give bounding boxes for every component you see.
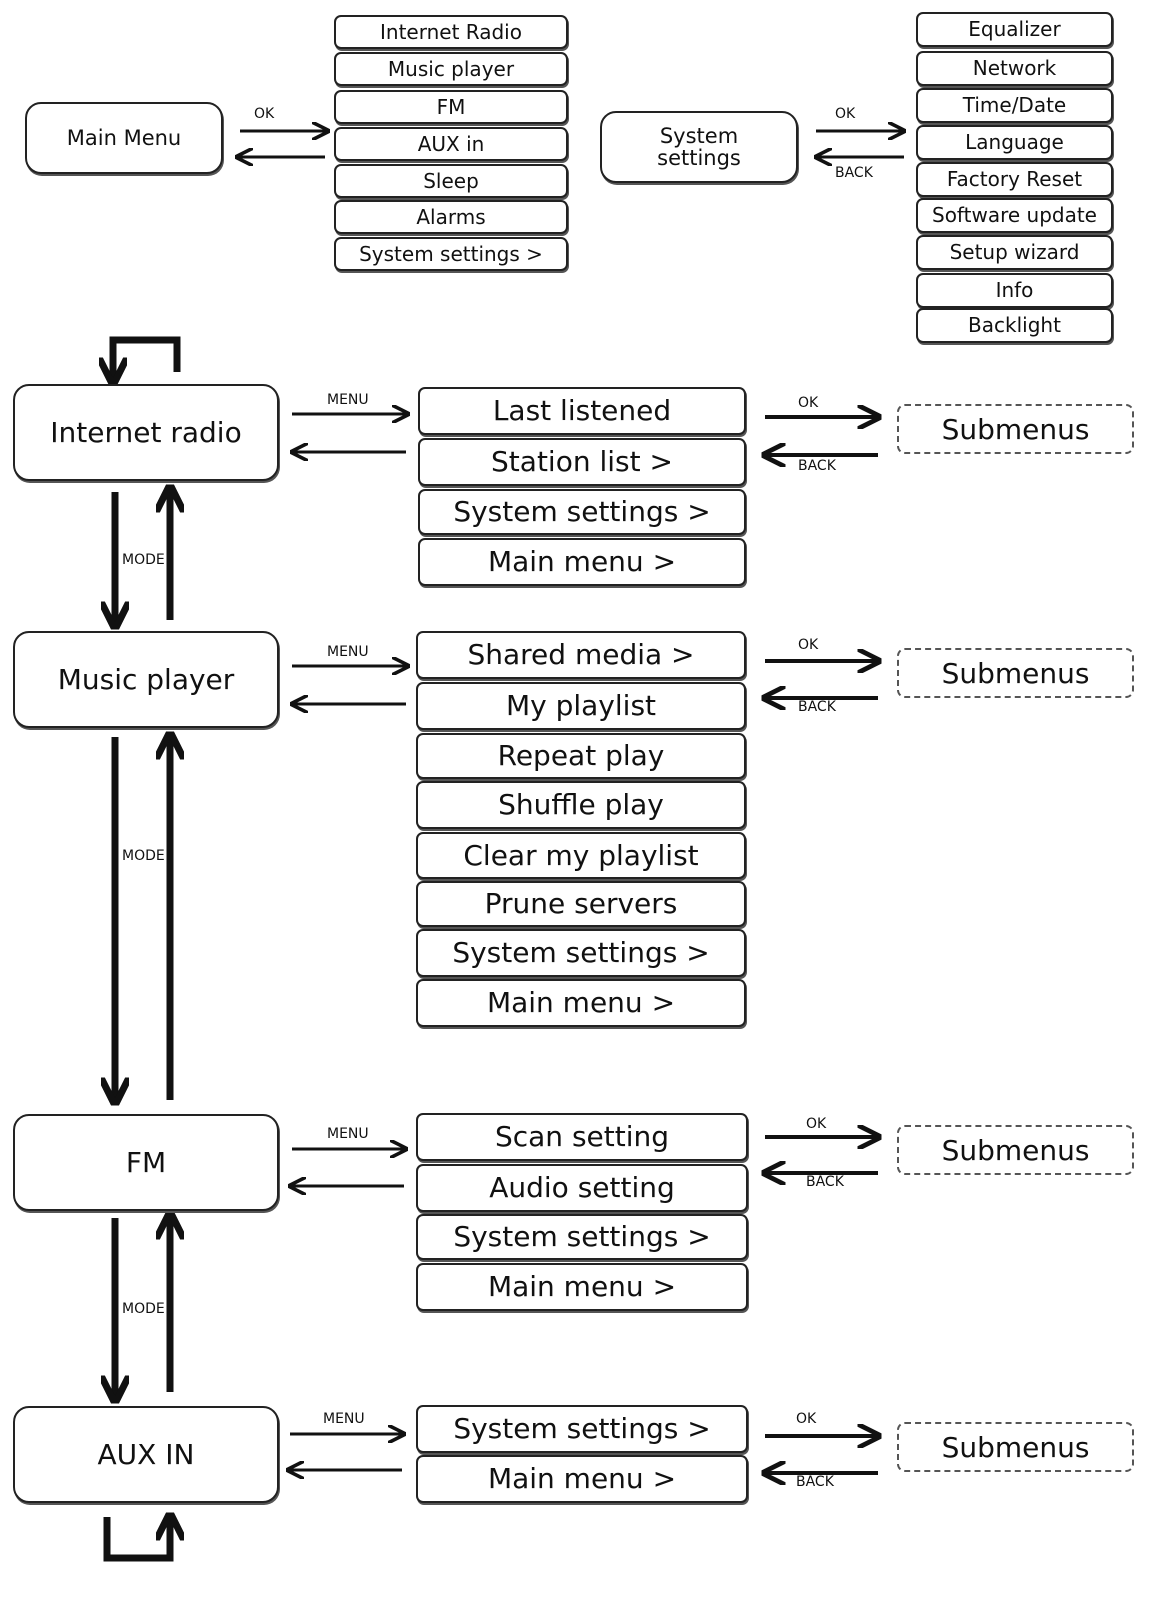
submenus-box: Submenus (897, 404, 1134, 454)
main-menu-item: AUX in (334, 127, 568, 161)
back-label: BACK (835, 165, 873, 181)
menu-label: MENU (327, 392, 369, 408)
music-player-menu-item: Prune servers (416, 881, 746, 927)
system-settings-item: Network (916, 51, 1113, 86)
aux-in-box: AUX IN (13, 1406, 279, 1503)
main-menu-item: Alarms (334, 200, 568, 234)
internet-radio-menu-item: System settings > (418, 489, 746, 535)
music-player-menu-item: Repeat play (416, 733, 746, 779)
fm-box: FM (13, 1114, 279, 1211)
back-label: BACK (798, 699, 836, 715)
internet-radio-box: Internet radio (13, 384, 279, 481)
system-settings-item: Time/Date (916, 88, 1113, 123)
back-label: BACK (806, 1174, 844, 1190)
internet-radio-menu-item: Last listened (418, 387, 746, 435)
music-player-menu-item: Main menu > (416, 979, 746, 1027)
submenus-box: Submenus (897, 1125, 1134, 1175)
music-player-menu-item: Clear my playlist (416, 832, 746, 879)
fm-menu-item: Main menu > (416, 1263, 748, 1311)
back-label: BACK (798, 458, 836, 474)
fm-menu-item: System settings > (416, 1214, 748, 1260)
system-settings-box: System settings (600, 111, 798, 183)
menu-label: MENU (327, 1126, 369, 1142)
ok-label: OK (798, 637, 819, 653)
back-label: BACK (796, 1474, 834, 1490)
loop-arrow-bottom (103, 1517, 170, 1562)
menu-label: MENU (327, 644, 369, 660)
main-menu-item: Music player (334, 52, 568, 86)
loop-arrow-top (113, 336, 181, 380)
fm-menu-item: Scan setting (416, 1113, 748, 1161)
submenus-box: Submenus (897, 1422, 1134, 1472)
system-settings-item: Backlight (916, 308, 1113, 343)
music-player-box: Music player (13, 631, 279, 728)
system-settings-item: Factory Reset (916, 162, 1113, 197)
main-menu-item: FM (334, 90, 568, 124)
aux-in-menu-item: System settings > (416, 1405, 748, 1453)
internet-radio-menu-item: Station list > (418, 438, 746, 486)
mode-label: MODE (122, 1301, 165, 1317)
system-settings-item: Setup wizard (916, 235, 1113, 270)
main-menu-item: System settings > (334, 237, 568, 271)
mode-label: MODE (122, 848, 165, 864)
music-player-menu-item: Shuffle play (416, 781, 746, 829)
music-player-menu-item: My playlist (416, 682, 746, 730)
ok-label: OK (806, 1116, 827, 1132)
aux-in-menu-item: Main menu > (416, 1455, 748, 1503)
ok-label: OK (798, 395, 819, 411)
submenus-box: Submenus (897, 648, 1134, 698)
music-player-menu-item: System settings > (416, 929, 746, 977)
internet-radio-menu-item: Main menu > (418, 538, 746, 586)
fm-menu-item: Audio setting (416, 1164, 748, 1212)
main-menu-item: Internet Radio (334, 15, 568, 49)
system-settings-item: Software update (916, 198, 1113, 233)
main-menu-item: Sleep (334, 164, 568, 198)
system-settings-item: Equalizer (916, 12, 1113, 47)
ok-label: OK (835, 106, 856, 122)
music-player-menu-item: Shared media > (416, 631, 746, 679)
ok-label: OK (796, 1411, 817, 1427)
system-settings-item: Info (916, 273, 1113, 308)
system-settings-item: Language (916, 125, 1113, 160)
mode-label: MODE (122, 552, 165, 568)
menu-label: MENU (323, 1411, 365, 1427)
ok-label: OK (254, 106, 275, 122)
main-menu-box: Main Menu (25, 102, 223, 174)
